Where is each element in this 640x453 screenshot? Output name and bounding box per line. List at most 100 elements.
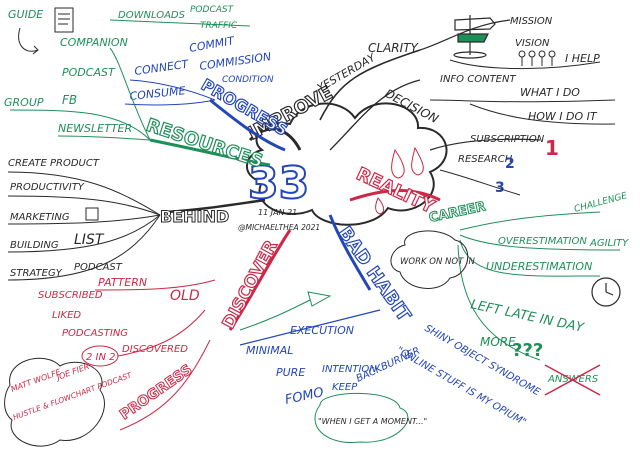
resources-connector: [149, 138, 271, 167]
reality-question-marks: ???: [512, 340, 543, 361]
subscription-line: [429, 138, 541, 151]
how-line: [469, 103, 616, 125]
improve-num-2: 2: [505, 156, 515, 172]
behind-marketing: MARKETING: [10, 212, 70, 223]
discover-old: OLD: [170, 288, 200, 304]
reality-fan-1: [459, 211, 601, 231]
reality-left-late: LEFT LATE IN DAY: [469, 297, 586, 336]
guide-arrow: [18, 27, 39, 55]
center-author: @MICHAELTHEA 2021: [238, 223, 320, 232]
clarity-to-help-line: [449, 59, 601, 70]
resources-guide: GUIDE: [8, 8, 43, 21]
progress-fan-2: [124, 99, 216, 106]
research-line: [439, 169, 521, 196]
progress-connector: [209, 98, 286, 152]
behind-title: BEHIND: [160, 207, 229, 226]
reality-overestimation: OVERESTIMATION: [498, 236, 587, 247]
clarity-line: [419, 19, 511, 51]
progress-commission: COMMISSION: [199, 50, 272, 73]
improve-how-i-do-it: HOW I DO IT: [528, 110, 598, 123]
discover-connector: [228, 229, 292, 331]
reality-work-on-not-in: WORK ON NOT IN: [400, 257, 475, 267]
resources-fan-1: [109, 47, 151, 141]
bad-habit-pure: PURE: [276, 366, 305, 379]
bad-habit-minimal: MINIMAL: [246, 344, 293, 357]
behind-fan-2: [7, 195, 161, 216]
improve-clarity: CLARITY: [368, 41, 419, 55]
bad-habit-title: BAD HABIT: [334, 223, 415, 326]
progress-condition: CONDITION: [222, 75, 274, 85]
clock-doodle: [591, 277, 621, 307]
improve-what-i-do: WHAT I DO: [520, 86, 580, 99]
bad-habit-connector: [328, 214, 372, 291]
decision-line: [329, 79, 421, 151]
discover-matt-wolfe: MATT WOLFE: [10, 367, 63, 394]
progress-traffic: TRAFFIC: [200, 21, 238, 31]
resources-podcast: PODCAST: [62, 66, 116, 79]
discover-podcasting: PODCASTING: [62, 328, 128, 339]
behind-fan-4: [7, 214, 161, 253]
reality-underestimation: UNDERESTIMATION: [486, 260, 592, 273]
bad-habit-keep: KEEP: [332, 382, 358, 393]
resources-newsletter: NEWSLETTER: [58, 122, 132, 135]
drops-doodle: [375, 146, 424, 215]
improve-mission: MISSION: [510, 16, 553, 27]
bad-habit-when-i-get-moment: "WHEN I GET A MOMENT...": [318, 417, 427, 426]
discover-fan-3: [119, 339, 211, 431]
improve-yesterday: YESTERDAY: [315, 50, 379, 94]
people-doodle: [518, 50, 556, 66]
behind-fan-1: [7, 171, 161, 216]
bad-habit-execution: EXECUTION: [290, 324, 354, 337]
discover-liked: LIKED: [52, 310, 81, 321]
signpost-doodle: [453, 15, 496, 59]
behind-productivity: PRODUCTIVITY: [10, 182, 85, 193]
improve-i-help: I HELP: [565, 52, 600, 65]
reality-more: MORE: [480, 335, 516, 349]
reality-fan-4: [457, 244, 541, 361]
reality-agility: AGILITY: [589, 238, 629, 249]
discover-fan-2: [117, 309, 206, 357]
paper-plane-line: [239, 299, 311, 331]
behind-fan-5: [7, 214, 161, 281]
bad-habit-fan: [239, 309, 381, 346]
discover-discovered: DISCOVERED: [122, 344, 188, 355]
improve-line-main: [319, 49, 421, 121]
improve-num-3: 3: [495, 180, 505, 196]
progress-fan-1: [129, 79, 216, 101]
behind-create-product: CREATE PRODUCT: [8, 158, 100, 169]
resources-fan-3: [57, 135, 151, 141]
work-on-not-in-bubble: WORK ON NOT IN: [390, 230, 475, 289]
info-content-line: [429, 99, 616, 103]
paper-plane-icon: [307, 291, 332, 307]
document-doodle: [54, 7, 74, 33]
people-bubble: MATT WOLFE JOE FIER HUSTLE & FLOWCHART P…: [4, 357, 134, 447]
behind-podcast: PODCAST: [74, 262, 123, 273]
behind-strategy: STRATEGY: [10, 268, 63, 279]
branch-progress: PROGRESS DOWNLOADS PODCAST TRAFFIC CONNE…: [109, 5, 292, 152]
center-cloud-outline: [246, 102, 448, 226]
discover-title: DISCOVER: [219, 237, 282, 332]
resources-group: GROUP: [4, 96, 44, 109]
improve-decision: DECISION: [383, 86, 441, 126]
improve-num-1: 1: [545, 136, 559, 160]
progress-connect: CONNECT: [134, 57, 191, 78]
resources-fb: FB: [62, 93, 77, 107]
central-node: 33 11 JAN 21 @MICHAELTHEA 2021: [238, 102, 448, 232]
discover-two-in-two: 2 IN 2: [86, 352, 116, 363]
progress-commit: COMMIT: [188, 34, 236, 55]
branch-discover: DISCOVER PATTERN OLD SUBSCRIBED LIKED PO…: [4, 229, 292, 447]
resources-companion: COMPANION: [60, 36, 128, 49]
improve-subscription: SUBSCRIPTION: [470, 134, 545, 145]
moment-bubble-outline: [314, 392, 409, 443]
behind-building: BUILDING: [10, 240, 59, 251]
center-date: 11 JAN 21: [258, 208, 297, 217]
discover-subscribed: SUBSCRIBED: [38, 290, 103, 301]
improve-info-content: INFO CONTENT: [440, 74, 516, 85]
progress-podcast: PODCAST: [190, 5, 235, 15]
reality-career: CAREER: [428, 199, 487, 226]
resources-fan-2: [9, 109, 151, 141]
downloads-line: [109, 19, 251, 27]
progress-consume: CONSUME: [129, 84, 186, 103]
improve-vision: VISION: [515, 38, 550, 49]
